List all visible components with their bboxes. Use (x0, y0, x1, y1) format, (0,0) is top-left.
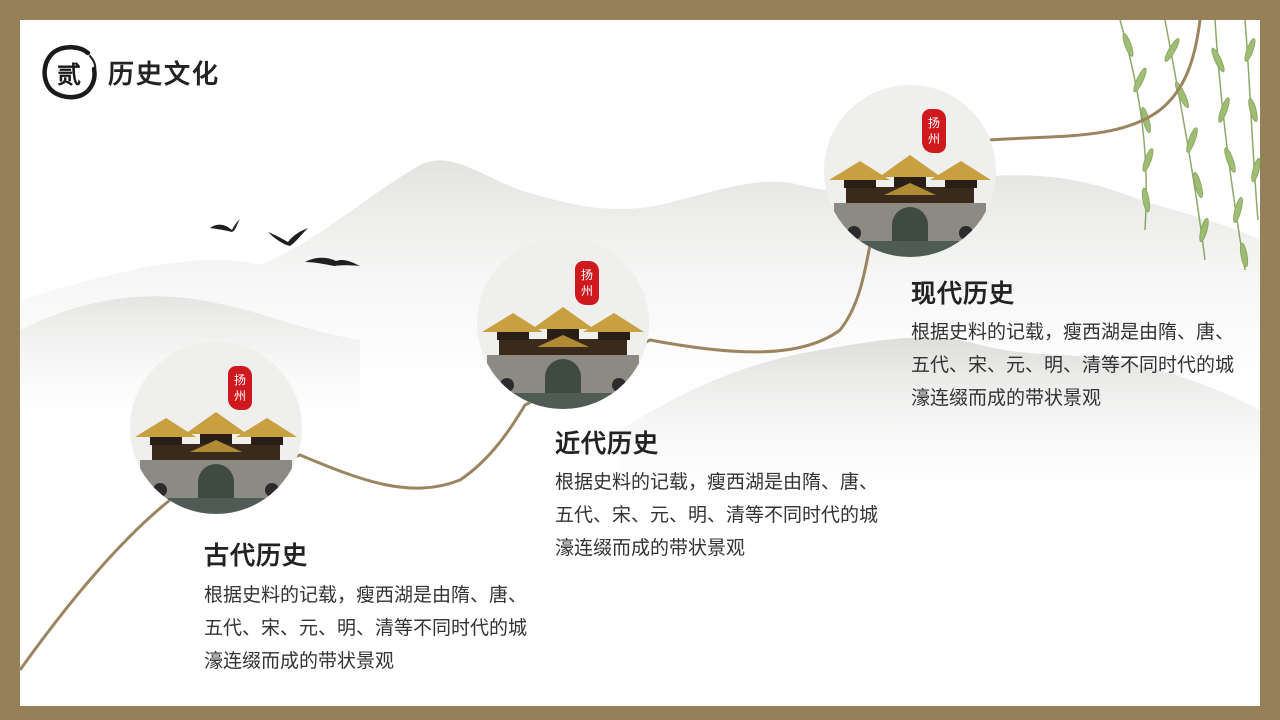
item-title: 现代历史 (911, 279, 1016, 308)
seal-char-1: 扬 (927, 116, 940, 130)
pavilion-bridge-icon (477, 237, 649, 409)
mountain-near (620, 337, 1260, 520)
seal-stamp-icon: 扬 州 (575, 261, 599, 305)
seal-char-1: 扬 (580, 268, 593, 282)
badge-char: 贰 (57, 59, 81, 89)
seal-char-2: 州 (233, 389, 246, 403)
seal-stamp-icon: 扬 州 (922, 109, 946, 153)
pavilion-bridge-icon (130, 342, 302, 514)
seal-stamp-icon: 扬 州 (228, 366, 252, 410)
section-badge: 贰 (40, 43, 98, 101)
bird-icon (210, 219, 360, 266)
seal-char-2: 州 (927, 132, 940, 146)
item-body: 根据史料的记载，瘦西湖是由隋、唐、五代、宋、元、明、清等不同时代的城濠连缀而成的… (555, 471, 879, 559)
item-title: 近代历史 (555, 429, 660, 458)
item-title: 古代历史 (204, 541, 309, 570)
willow-branch-icon (1119, 19, 1261, 271)
seal-char-2: 州 (580, 284, 593, 298)
item-body: 根据史料的记载，瘦西湖是由隋、唐、五代、宋、元、明、清等不同时代的城濠连缀而成的… (204, 584, 528, 672)
photo-contemporary: 扬 州 (824, 85, 996, 257)
item-body: 根据史料的记载，瘦西湖是由隋、唐、五代、宋、元、明、清等不同时代的城濠连缀而成的… (911, 321, 1235, 409)
section-header: 贰 历史文化 (40, 40, 220, 104)
photo-modern-era: 扬 州 (477, 237, 649, 409)
pavilion-bridge-icon (824, 85, 996, 257)
seal-char-1: 扬 (233, 373, 246, 387)
page-title: 历史文化 (108, 59, 221, 90)
photo-ancient: 扬 州 (130, 342, 302, 514)
ink-circle-icon (42, 45, 97, 100)
